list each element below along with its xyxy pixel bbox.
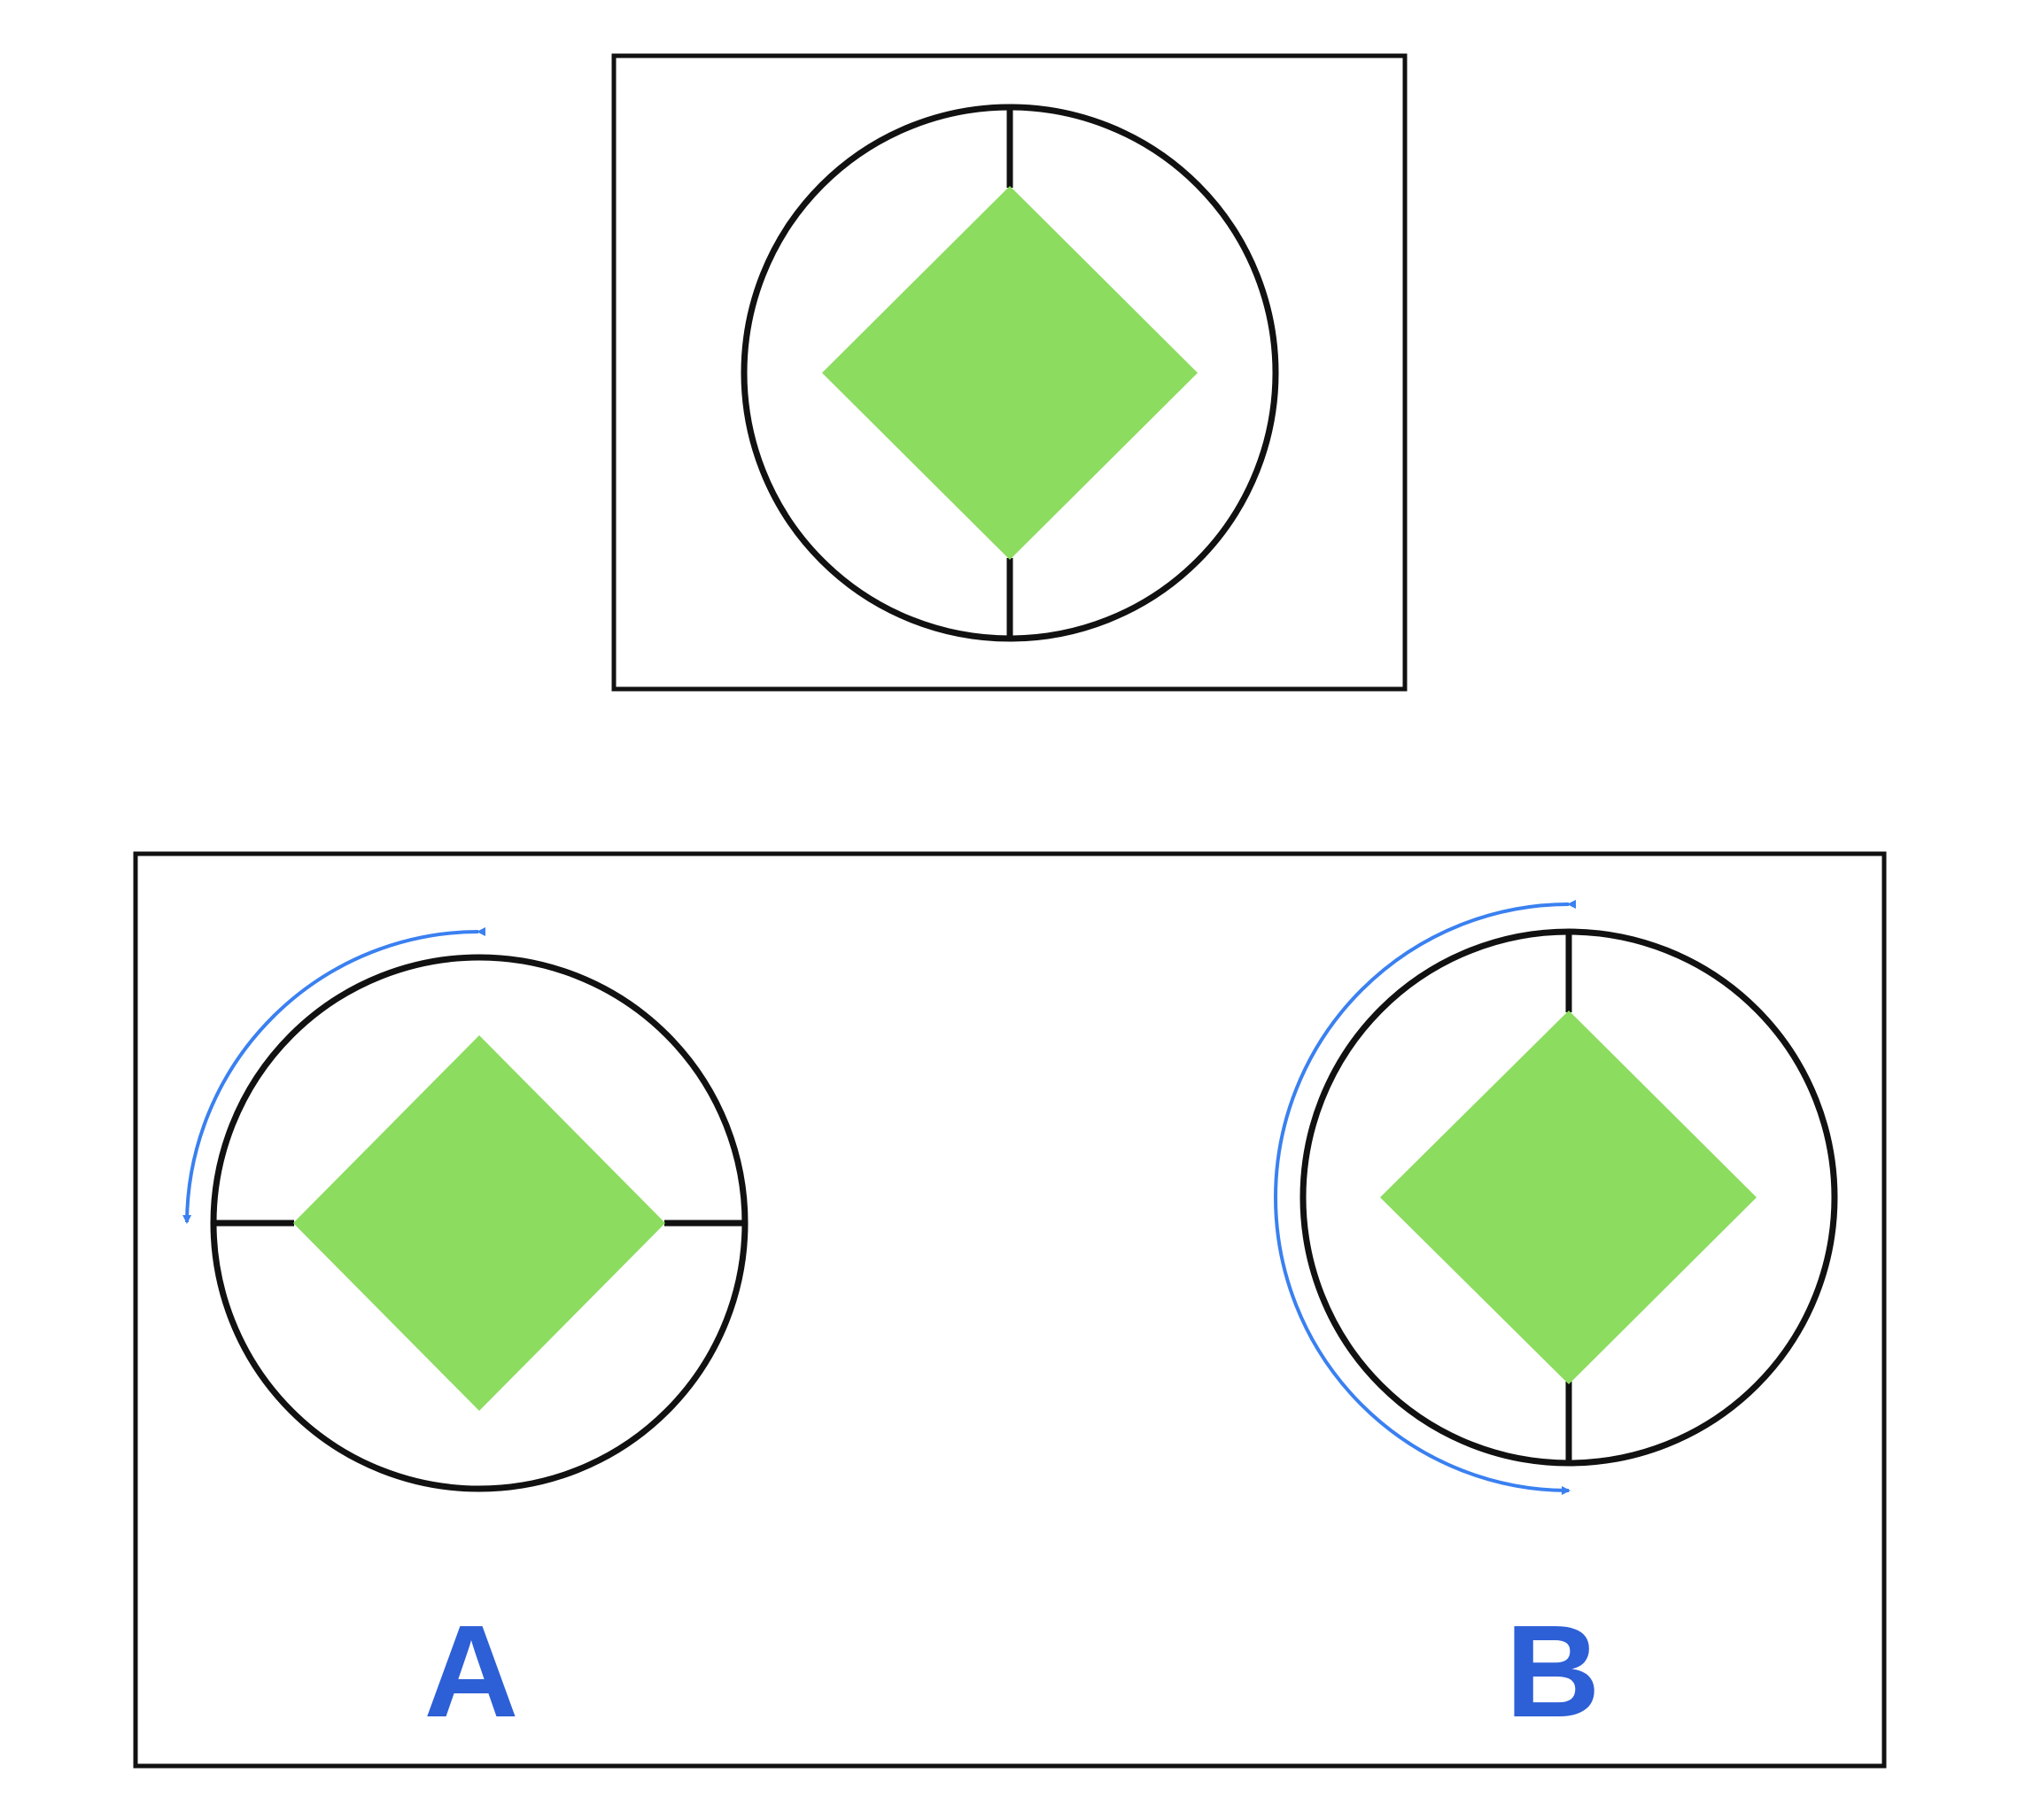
reference-frame	[611, 53, 1408, 692]
option-b-label: B	[1506, 1599, 1601, 1745]
reference-dial	[741, 104, 1279, 642]
options-frame	[133, 851, 1887, 1769]
option-b[interactable]: B	[1274, 899, 1838, 1745]
option-a-label: A	[424, 1599, 519, 1745]
reference-circle	[741, 104, 1279, 642]
option-b-rotation-arrow-icon	[1274, 899, 1577, 1495]
option-a-diamond	[293, 1035, 665, 1411]
option-a[interactable]: A	[182, 926, 749, 1745]
option-b-diamond	[1380, 1011, 1757, 1384]
option-a-rotation-arrow-icon	[182, 926, 486, 1224]
options-panel: A B	[133, 851, 1887, 1769]
reference-diamond	[822, 186, 1198, 560]
reference-panel	[611, 53, 1408, 692]
